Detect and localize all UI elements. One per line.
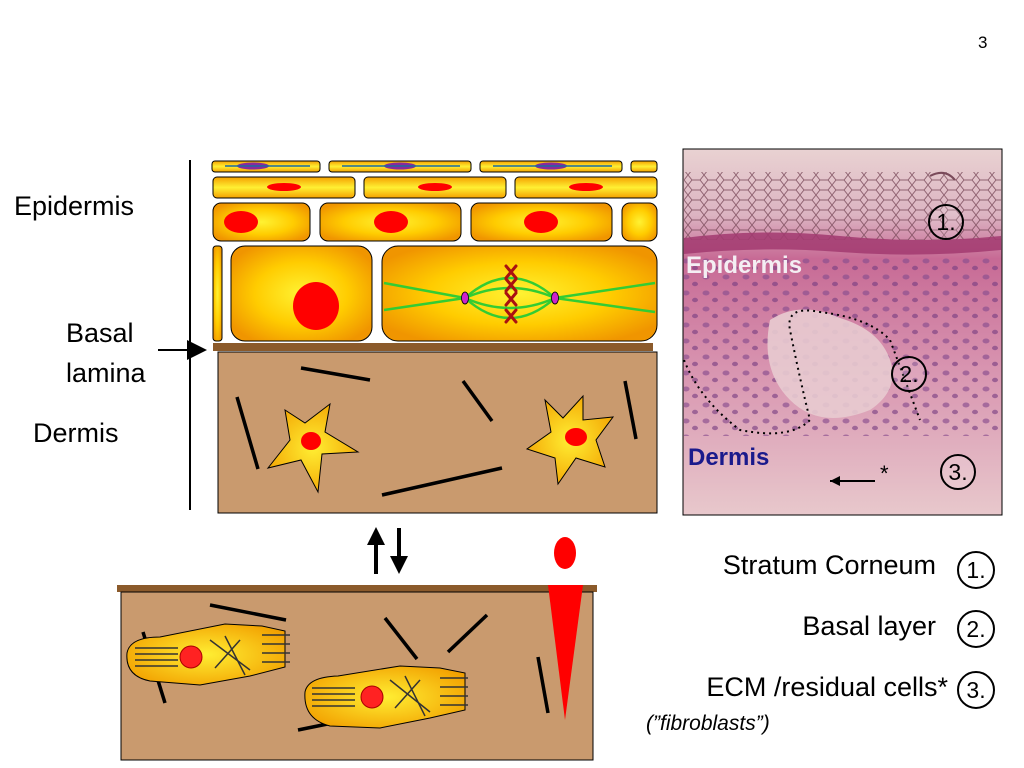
granular-cell-row — [212, 176, 658, 199]
processed-dermis-schematic — [117, 537, 597, 761]
micrograph-epidermis-label: Epidermis — [686, 252, 803, 279]
dermis-label: Dermis — [33, 418, 119, 448]
degraded-cell — [126, 623, 290, 686]
basal-lamina-label-line2: lamina — [66, 358, 146, 388]
legend-fibroblasts-note: (”fibroblasts”) — [646, 712, 770, 735]
legend-marker-1: 1. — [957, 551, 995, 589]
basal-lamina — [213, 343, 653, 351]
spinous-cell-row — [212, 202, 658, 242]
micrograph-marker-2: 2. — [891, 356, 927, 392]
micrograph-marker-1: 1. — [928, 204, 964, 240]
centrosome — [551, 291, 559, 305]
page-number: 3 — [978, 33, 988, 52]
micrograph-dermis-label: Dermis — [688, 444, 770, 471]
micrograph-marker-3: 3. — [940, 454, 976, 490]
chromosomes — [504, 264, 518, 324]
injection-drop — [554, 537, 576, 569]
basal-lamina-label-line1: Basal — [66, 318, 134, 348]
basal-lamina-label: Basal lamina — [66, 313, 146, 393]
corneum-cell-row — [211, 160, 658, 173]
epidermis-label: Epidermis — [14, 191, 135, 221]
exchange-arrows — [367, 527, 408, 574]
dividing-cell — [381, 245, 658, 342]
top-strip — [117, 585, 597, 592]
basal-cell-nucleus — [293, 282, 339, 330]
legend-stratum-corneum: Stratum Corneum — [722, 550, 936, 580]
micrograph-asterisk: * — [880, 461, 889, 486]
fibroblast-nucleus — [565, 428, 587, 446]
degraded-cell — [304, 665, 468, 729]
mitotic-spindle — [383, 276, 656, 320]
legend-marker-2: 2. — [957, 610, 995, 648]
legend-basal-layer: Basal layer — [802, 611, 936, 641]
legend-marker-3: 3. — [957, 671, 995, 709]
basal-cell-row — [212, 245, 658, 342]
legend-ecm-residual-cells: ECM /residual cells* — [706, 672, 948, 702]
injection-needle — [548, 585, 583, 720]
centrosome — [461, 291, 469, 305]
epidermis-schematic — [158, 160, 658, 514]
fibroblast-nucleus — [301, 432, 321, 450]
collagen-fibers — [235, 366, 638, 497]
